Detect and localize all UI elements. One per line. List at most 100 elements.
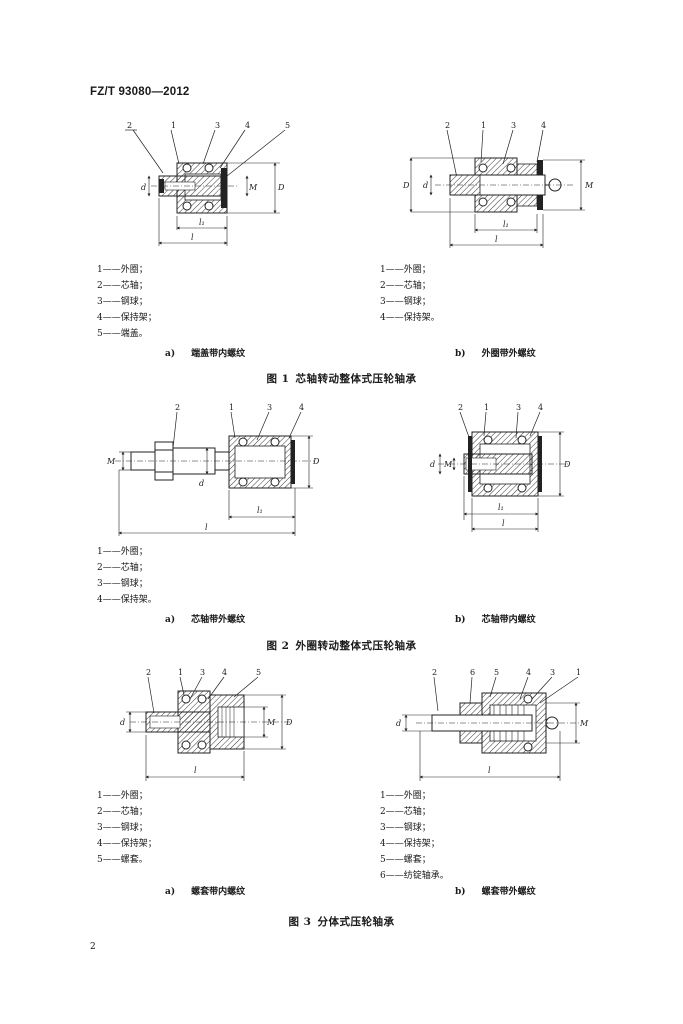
callout-label: 4 <box>222 668 227 677</box>
dim-label: d <box>396 719 401 728</box>
legend-item: 2——芯轴； <box>97 281 148 291</box>
subfigure-letter: a) <box>165 615 176 625</box>
callout-label: 3 <box>550 668 555 677</box>
legend-item: 4——保持架； <box>97 313 157 323</box>
legend-item: 1——外圈； <box>97 791 148 801</box>
dim-label: l <box>194 766 197 775</box>
figure-number: 图 2 <box>266 640 290 652</box>
subfigure-letter: b) <box>455 615 466 625</box>
standard-code: FZ/T 93080—2012 <box>90 86 190 98</box>
subfigure-caption: 外圈带外螺纹 <box>481 349 536 359</box>
legend-item: 3——钢球； <box>380 823 431 833</box>
legend-item: 4——保持架； <box>97 839 157 849</box>
figure-3b-legend: 1——外圈； 2——芯轴； 3——钢球； 4——保持架； 5——螺套； 6——纺… <box>380 788 449 884</box>
dim-label: l <box>205 523 208 532</box>
legend-item: 2——芯轴； <box>380 807 431 817</box>
legend-item: 3——钢球； <box>97 823 148 833</box>
dim-label: d <box>199 479 204 488</box>
dim-label: M <box>266 718 276 727</box>
dim-label: D <box>402 181 410 190</box>
subfigure-caption: 螺套带内螺纹 <box>191 887 246 897</box>
dim-label: d <box>430 460 435 469</box>
callout-label: 4 <box>538 403 543 412</box>
dim-label: l₁ <box>199 218 205 227</box>
figure-title: 分体式压轮轴承 <box>317 916 395 928</box>
callout-label: 3 <box>516 403 521 412</box>
subfigure-letter: b) <box>455 349 466 359</box>
legend-item: 1——外圈； <box>97 265 148 275</box>
callout-label: 3 <box>215 121 220 130</box>
legend-item: 3——钢球； <box>97 297 148 307</box>
figure-2-caption: 图 2 外圈转动整体式压轮轴承 <box>0 638 683 653</box>
callout-label: 1 <box>229 403 234 412</box>
figure-2a-drawing: 2 1 3 4 M d D l₁ l <box>95 400 325 540</box>
dim-label: D <box>277 183 285 192</box>
legend-item: 3——钢球； <box>97 579 148 589</box>
subfigure-letter: b) <box>455 887 466 897</box>
dim-label: l₁ <box>503 220 509 229</box>
dim-label: d <box>120 718 125 727</box>
figure-3-caption: 图 3 分体式压轮轴承 <box>0 914 683 929</box>
callout-label: 5 <box>494 668 499 677</box>
legend-item: 2——芯轴； <box>97 563 148 573</box>
figure-1b-drawing: 2 1 3 4 D d M l₁ l <box>395 118 600 253</box>
figure-1b-legend: 1——外圈； 2——芯轴； 3——钢球； 4——保持架。 <box>380 262 440 326</box>
legend-item: 3——钢球； <box>380 297 431 307</box>
figure-2a-legend: 1——外圈； 2——芯轴； 3——钢球； 4——保持架。 <box>97 544 157 608</box>
callout-label: 4 <box>299 403 304 412</box>
dim-label: l₁ <box>257 506 263 515</box>
figure-2a-subcaption: a) 芯轴带外螺纹 <box>165 612 245 625</box>
callout-label: 2 <box>445 121 450 130</box>
callout-label: 4 <box>526 668 531 677</box>
legend-item: 5——螺套； <box>380 855 431 865</box>
figure-number: 图 1 <box>266 373 290 385</box>
callout-label: 3 <box>267 403 272 412</box>
page-number: 2 <box>90 942 96 952</box>
callout-label: 2 <box>146 668 151 677</box>
dim-label: M <box>584 181 594 190</box>
subfigure-caption: 芯轴带内螺纹 <box>481 615 536 625</box>
callout-label: 4 <box>541 121 546 130</box>
callout-label: 2 <box>175 403 180 412</box>
legend-item: 6——纺锭轴承。 <box>380 871 449 881</box>
subfigure-caption: 端盖带内螺纹 <box>191 349 246 359</box>
figure-1a-subcaption: a)端盖带内螺纹 <box>165 346 245 359</box>
figure-1a-legend: 1——外圈； 2——芯轴； 3——钢球； 4——保持架； 5——端盖。 <box>97 262 157 342</box>
figure-title: 外圈转动整体式压轮轴承 <box>295 640 417 652</box>
legend-item: 4——保持架。 <box>97 595 157 605</box>
callout-label: 1 <box>576 668 581 677</box>
callout-label: 6 <box>470 668 475 677</box>
legend-item: 4——保持架。 <box>380 313 440 323</box>
callout-label: 3 <box>200 668 205 677</box>
subfigure-caption: 芯轴带外螺纹 <box>191 615 246 625</box>
legend-item: 1——外圈； <box>380 265 431 275</box>
dim-label: M <box>579 719 589 728</box>
figure-3b-drawing: 2 6 5 4 3 1 d M l <box>390 665 600 785</box>
dim-label: l₁ <box>498 503 504 512</box>
dim-label: d <box>423 181 428 190</box>
callout-label: 2 <box>458 403 463 412</box>
callout-label: 1 <box>481 121 486 130</box>
figure-3b-subcaption: b) 螺套带外螺纹 <box>455 884 536 897</box>
figure-2b-drawing: 2 1 3 4 d M D l₁ l <box>420 400 580 540</box>
dim-label: D <box>285 718 293 727</box>
dim-label: D <box>312 457 320 466</box>
figure-3a-legend: 1——外圈； 2——芯轴； 3——钢球； 4——保持架； 5——螺套。 <box>97 788 157 868</box>
callout-label: 2 <box>432 668 437 677</box>
legend-item: 4——保持架； <box>380 839 440 849</box>
dim-label: M <box>106 457 116 466</box>
dim-label: l <box>502 519 505 528</box>
figure-number: 图 3 <box>288 916 312 928</box>
subfigure-caption: 螺套带外螺纹 <box>481 887 536 897</box>
legend-item: 5——端盖。 <box>97 329 148 339</box>
dim-label: d <box>141 183 146 192</box>
callout-label: 5 <box>285 121 290 130</box>
legend-item: 1——外圈； <box>97 547 148 557</box>
callout-label: 4 <box>245 121 250 130</box>
dim-label: l <box>495 235 498 244</box>
callout-label: 2 <box>127 121 132 130</box>
callout-label: 1 <box>171 121 176 130</box>
dim-label: M <box>248 183 258 192</box>
figure-3a-subcaption: a)螺套带内螺纹 <box>165 884 245 897</box>
